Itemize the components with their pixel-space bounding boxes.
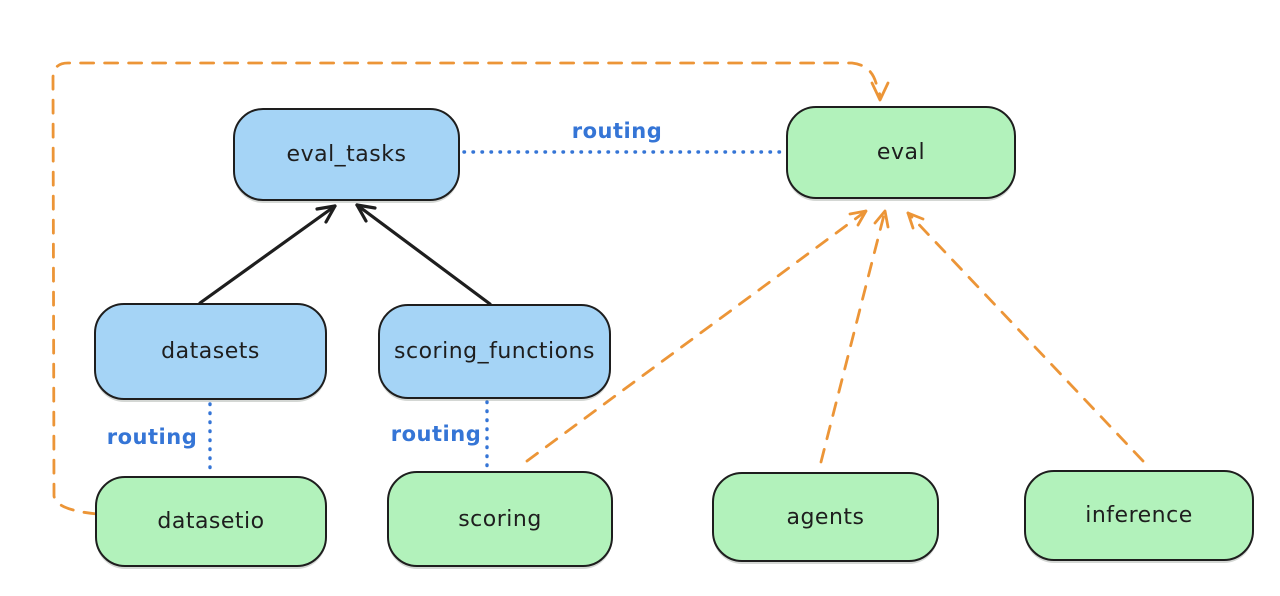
- node-scoring-functions: scoring_functions: [378, 304, 611, 399]
- node-eval-label: eval: [876, 140, 926, 165]
- node-datasets: datasets: [94, 303, 327, 400]
- routing-label-eval-tasks-eval: routing: [571, 119, 663, 143]
- node-agents-label: agents: [786, 504, 865, 530]
- arrowhead-datasetio-to-eval: [870, 81, 890, 102]
- node-datasets-label: datasets: [161, 339, 260, 364]
- edge-agents-to-eval-dashed: [819, 209, 887, 464]
- edge-datasets-to-eval-tasks: [198, 204, 337, 305]
- node-scoring-functions-label: scoring_functions: [394, 339, 595, 364]
- arrowhead-inference-to-eval: [906, 211, 925, 230]
- node-scoring: scoring: [387, 471, 613, 567]
- node-agents: agents: [712, 472, 939, 562]
- node-datasetio-label: datasetio: [157, 509, 265, 534]
- routing-label-datasets-datasetio: routing: [106, 425, 198, 449]
- arrowhead-datasets-to-eval-tasks: [315, 204, 337, 224]
- edge-datasetio-to-eval-dashed: [51, 61, 882, 516]
- arrowhead-agents-to-eval: [873, 209, 890, 229]
- node-eval-tasks-label: eval_tasks: [286, 142, 407, 167]
- node-scoring-label: scoring: [458, 506, 542, 532]
- edge-inference-to-eval-dashed: [906, 211, 1145, 463]
- node-inference: inference: [1024, 470, 1254, 561]
- arrowhead-scoring-to-eval: [848, 209, 868, 227]
- node-datasetio: datasetio: [95, 476, 327, 567]
- routing-label-scoring-functions-scoring: routing: [390, 422, 482, 446]
- edge-scoring-functions-to-eval-tasks: [355, 203, 492, 306]
- node-inference-label: inference: [1085, 503, 1193, 528]
- node-eval-tasks: eval_tasks: [233, 108, 460, 201]
- arrowhead-scoring-functions-to-eval-tasks: [355, 203, 377, 223]
- node-eval: eval: [786, 106, 1016, 199]
